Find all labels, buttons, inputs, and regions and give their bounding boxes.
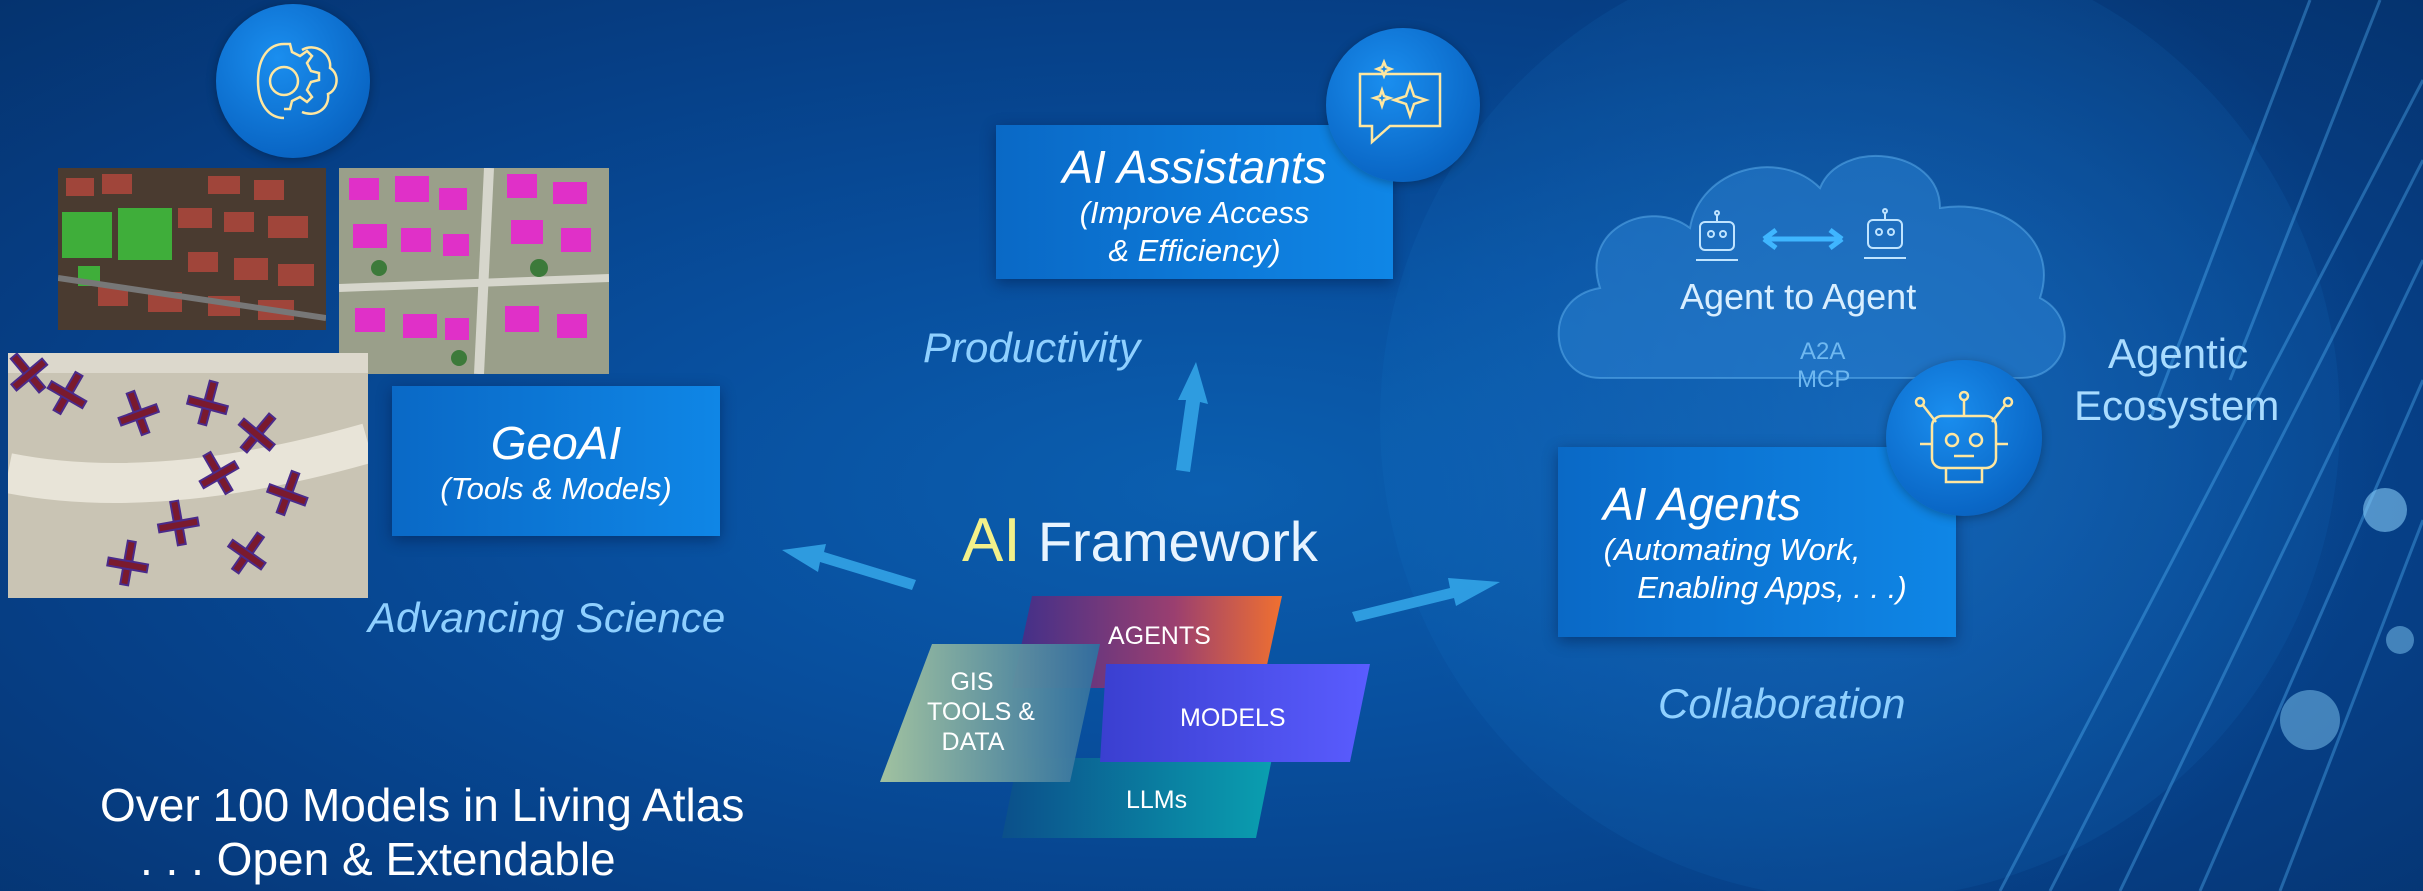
geoai-icon-circle xyxy=(216,4,370,158)
agents-card: AI Agents (Automating Work, Enabling App… xyxy=(1558,447,1956,637)
satellite-image-airplanes xyxy=(8,353,368,598)
assistants-subtitle-line2: & Efficiency) xyxy=(1108,233,1281,268)
robot-small-icon-right xyxy=(1864,208,1906,259)
satellite-image-buildings xyxy=(339,168,609,374)
tile-gis xyxy=(880,644,1100,782)
tile-llms-label: LLMs xyxy=(1126,786,1188,814)
arrow-to-assistants xyxy=(1176,362,1208,472)
ecosystem-label-line2: Ecosystem xyxy=(2074,382,2280,429)
geoai-subtitle: (Tools & Models) xyxy=(440,471,672,506)
cloud-title: Agent to Agent xyxy=(1680,276,1917,317)
agents-title: AI Agents xyxy=(1603,478,1801,530)
tile-models xyxy=(1100,664,1370,762)
assistants-caption: Productivity xyxy=(923,324,1141,371)
framework-title-accent: AI xyxy=(962,506,1021,575)
tile-gis-line2: TOOLS & xyxy=(927,698,1035,726)
ecosystem-label-line1: Agentic xyxy=(2108,330,2249,377)
agents-subtitle-line2: Enabling Apps, . . .) xyxy=(1637,570,1907,605)
agents-icon-circle xyxy=(1886,360,2042,516)
arrow-to-geoai xyxy=(782,544,916,590)
agent-cloud xyxy=(1557,155,2066,379)
agents-caption: Collaboration xyxy=(1658,680,1906,727)
protocol-a2a: A2A xyxy=(1800,338,1846,365)
robot-icon xyxy=(1914,390,2014,484)
brain-gear-icon xyxy=(256,42,338,120)
satellite-image-vegetation xyxy=(58,168,326,330)
robot-small-icon-left xyxy=(1696,210,1738,261)
tile-gis-line3: DATA xyxy=(941,728,1005,756)
tile-agents-label: AGENTS xyxy=(1108,622,1211,650)
geoai-title: GeoAI xyxy=(490,417,622,469)
assistants-card: AI Assistants (Improve Access & Efficien… xyxy=(996,125,1393,279)
tile-gis-line1: GIS xyxy=(950,668,994,696)
framework-title-rest: Framework xyxy=(1037,510,1318,573)
footer-line1: Over 100 Models in Living Atlas xyxy=(100,779,745,831)
arrow-to-agents xyxy=(1352,578,1500,622)
tile-models-label: MODELS xyxy=(1180,704,1286,732)
assistants-icon-circle xyxy=(1326,28,1480,182)
assistants-subtitle-line1: (Improve Access xyxy=(1079,195,1310,230)
framework-title: AI Framework xyxy=(962,505,1318,576)
footer-line2: . . . Open & Extendable xyxy=(140,833,616,885)
agents-subtitle-line1: (Automating Work, xyxy=(1603,532,1861,567)
protocol-mcp: MCP xyxy=(1797,366,1851,393)
geoai-card: GeoAI (Tools & Models) xyxy=(392,386,720,536)
framework-tiles xyxy=(880,596,1370,838)
chat-sparkle-icon xyxy=(1358,58,1442,145)
assistants-title: AI Assistants xyxy=(1062,141,1327,193)
geoai-caption: Advancing Science xyxy=(368,594,726,641)
bidirectional-arrow-icon xyxy=(1762,228,1844,250)
